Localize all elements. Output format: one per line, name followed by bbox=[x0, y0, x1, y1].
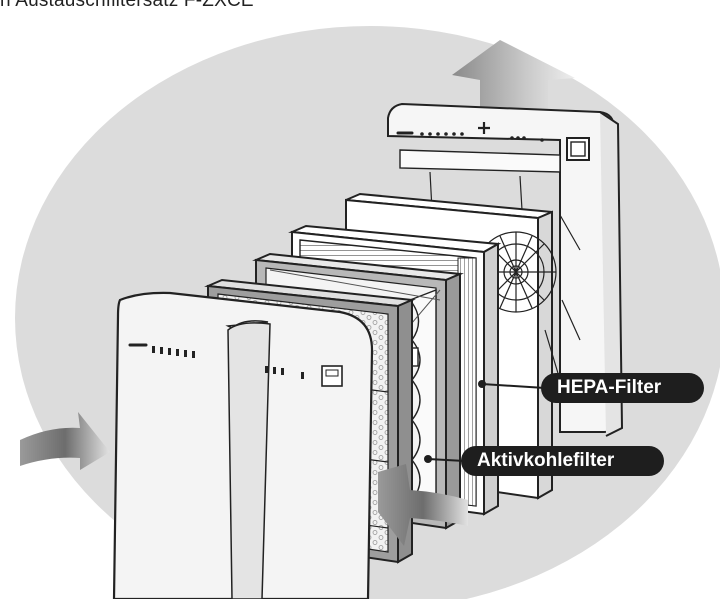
front-panel bbox=[114, 293, 372, 599]
aktivkohle-filter-label: Aktivkohlefilter bbox=[461, 446, 664, 476]
hepa-filter-label: HEPA-Filter bbox=[541, 373, 704, 403]
